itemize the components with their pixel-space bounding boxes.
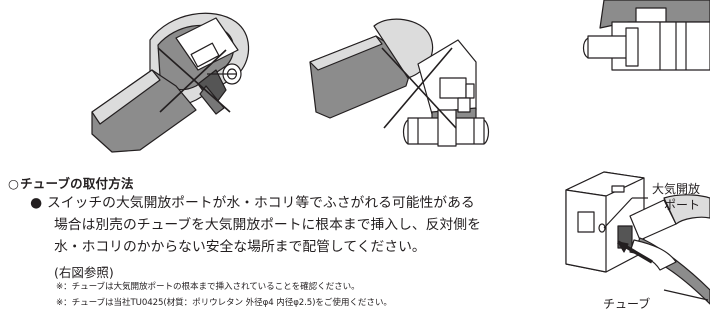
instruction-line: 場合は別売のチューブを大気開放ポートに根本まで挿入し、反対側を [54,217,481,233]
prohibited-x-mark [157,47,231,113]
instruction-paragraph: ● スイッチの大気開放ポートが水・ホコリ等でふさがれる可能性がある 場合は別売の… [30,192,554,258]
wrench-on-fitting-illustration [309,18,490,147]
instruction-line: スイッチの大気開放ポートが水・ホコリ等でふさがれる可能性がある [47,195,475,211]
wrench-on-switch-illustration [91,12,250,153]
section-heading: ○チューブの取付方法 [8,173,134,192]
label-port-line1: 大気開放 [652,182,701,196]
label-tube: チューブ [603,297,651,311]
heading-title: チューブの取付方法 [20,176,134,191]
bullet-mark: ● [30,195,43,211]
note-insertion: ※：チューブは大気開放ポートの根本まで挿入されていることを確認ください。 [56,282,360,292]
heading-circle-mark: ○ [8,176,20,191]
switch-with-tube-illustration [565,171,710,305]
note-tube-model: ※：チューブは当社TU0425(材質：ポリウレタン 外径φ4 内径φ2.5)をご… [56,298,392,308]
instruction-line: 水・ホコリのかからない安全な場所まで配管してください。 [54,239,426,255]
figure-reference: (右図参照) [54,265,114,280]
label-port-line2: ポート [664,198,701,212]
switch-fitting-partial-illustration [582,0,710,71]
prohibited-x-mark [381,47,457,129]
